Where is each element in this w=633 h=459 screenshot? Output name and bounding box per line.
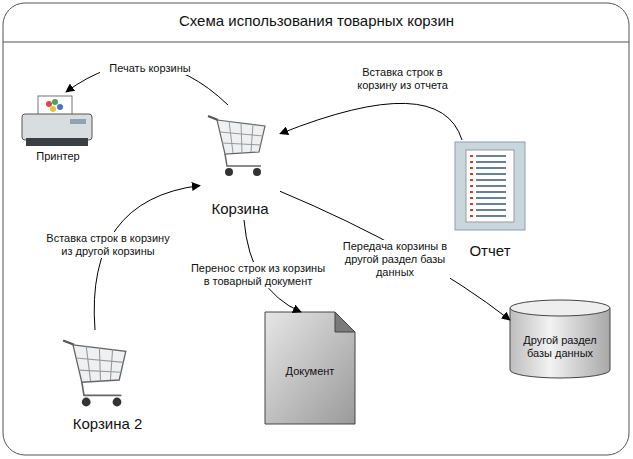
node-label: Корзина 2 [73, 415, 143, 433]
frame [3, 3, 629, 455]
printer-icon [22, 96, 92, 146]
diagram-node: Корзина 2 [45, 330, 170, 435]
node-label: Отчет [469, 242, 510, 260]
curved-arrow [280, 103, 462, 140]
edge-label: Передача корзины в другой раздел базы да… [340, 240, 450, 280]
diagram-node: Корзина [200, 105, 280, 220]
edge-label: Перенос строк из корзины в товарный доку… [188, 262, 328, 288]
cart-icon [208, 116, 265, 176]
edge-label: Вставка строк в корзину из отчета [340, 66, 465, 92]
diagram-node: Другой раздел базы данных [510, 300, 610, 380]
node-label: Документ [286, 365, 335, 378]
curved-arrow [280, 191, 510, 320]
diagram-node: Отчет [450, 140, 530, 262]
document-shape [265, 312, 355, 424]
edge-label: Вставка строк в корзину из другой корзин… [38, 232, 178, 258]
node-label: Другой раздел базы данных [517, 334, 603, 360]
node-label: Принтер [36, 150, 79, 163]
node-label: Корзина [211, 200, 268, 218]
diagram-title: Схема использования товарных корзин [0, 12, 633, 29]
database-cylinder [510, 300, 610, 378]
report-icon [455, 142, 525, 230]
edge-label: Печать корзины [100, 62, 200, 75]
diagram-node: Документ [265, 312, 355, 424]
cart-icon [63, 340, 126, 406]
diagram-node: Принтер [18, 92, 98, 164]
